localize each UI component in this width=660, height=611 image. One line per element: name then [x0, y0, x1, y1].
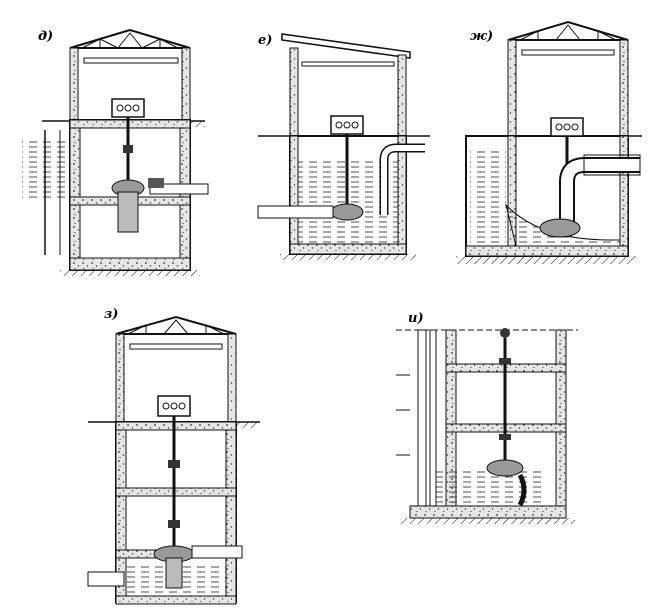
- panel-label-z: з): [104, 307, 118, 322]
- pipe-icon: [191, 545, 243, 559]
- roof-truss-icon: [115, 315, 237, 335]
- water-hatch-icon: [436, 470, 546, 506]
- ground-hatch-icon: [236, 422, 258, 428]
- motor-icon: [500, 328, 510, 338]
- water-hatch-icon: [22, 140, 70, 200]
- building-wall-left: [69, 47, 79, 121]
- roof-truss-icon: [69, 28, 191, 49]
- motor-icon: [157, 395, 191, 417]
- pipe-icon: [517, 473, 527, 507]
- roof-truss-icon: [507, 20, 629, 41]
- pump-icon: [111, 179, 145, 233]
- motor-icon: [330, 115, 364, 135]
- pump-icon: [486, 459, 524, 477]
- panel-i: и): [396, 311, 578, 524]
- roof-shed: [281, 33, 411, 59]
- pipe-icon: [149, 183, 209, 195]
- panel-e: е): [257, 33, 430, 260]
- panel-d: д): [22, 28, 209, 276]
- motor-icon: [111, 98, 145, 118]
- panel-label-zh: ж): [470, 29, 493, 44]
- panel-zh: ж): [456, 20, 642, 264]
- panel-label-d: д): [38, 29, 53, 44]
- panel-label-i: и): [408, 311, 424, 326]
- pump-icon: [539, 218, 581, 238]
- panel-z: з): [87, 307, 260, 605]
- pump-icon: [330, 203, 364, 221]
- water-hatch-icon: [470, 150, 506, 245]
- ground-hatch-icon: [190, 121, 205, 127]
- motor-icon: [550, 117, 584, 137]
- building-wall-right: [181, 47, 191, 121]
- pipe-icon: [559, 157, 640, 225]
- panel-label-e: е): [258, 33, 272, 48]
